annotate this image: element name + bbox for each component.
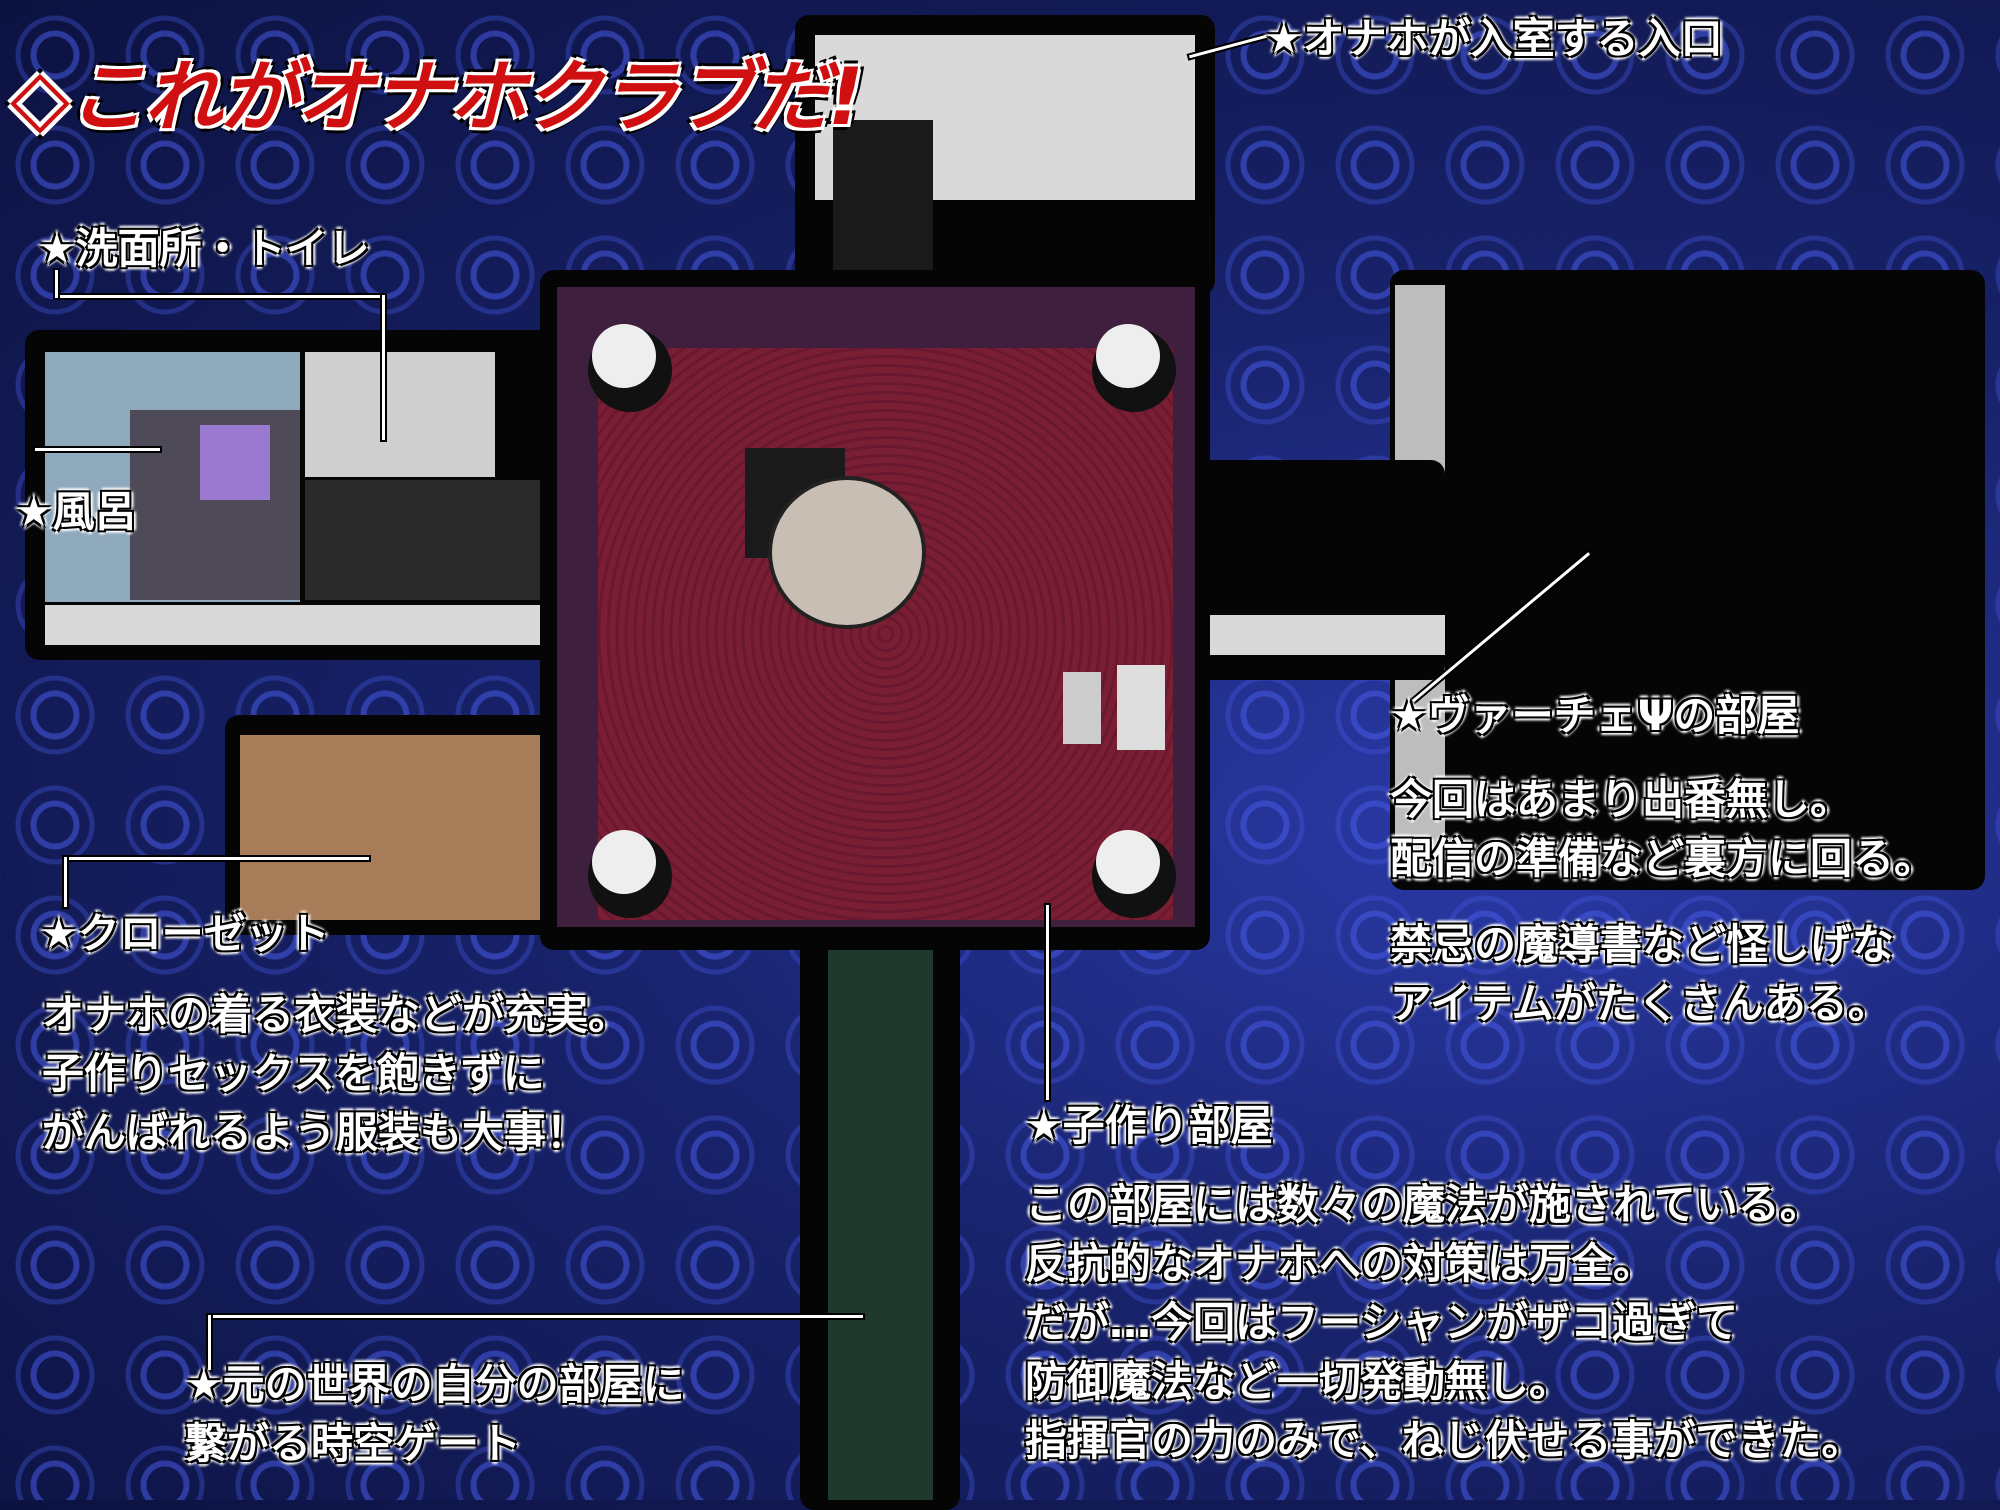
desc-line: この部屋には数々の魔法が施されている。 <box>1025 1180 1822 1229</box>
desc-line: 子作りセックスを飽きずに <box>42 1049 545 1098</box>
desc-line: オナホの着る衣装などが充実。 <box>42 990 631 1039</box>
cabinet <box>1063 672 1101 744</box>
entrance-label: ★オナホが入室する入口 <box>1265 14 1723 63</box>
leader-line <box>64 857 67 907</box>
bathtub <box>200 425 270 500</box>
desc-line: アイテムがたくさんある。 <box>1390 979 1890 1028</box>
leader-line <box>55 270 58 298</box>
leader-line <box>64 857 369 860</box>
bath-label: ★風呂 <box>15 487 137 536</box>
virtue-room-desc: 今回はあまり出番無し。 配信の準備など裏方に回る。 <box>1390 770 1936 888</box>
leader-line <box>1046 905 1049 1100</box>
shelf <box>1117 665 1165 750</box>
desc-line: 今回はあまり出番無し。 <box>1390 775 1853 824</box>
bath-wall <box>45 605 555 645</box>
gate-floor <box>828 930 933 1500</box>
leader-line <box>382 295 385 440</box>
desc-line: 防御魔法など一切発動無し。 <box>1025 1357 1572 1406</box>
pillar <box>1096 830 1160 894</box>
carpet <box>598 348 1173 920</box>
entrance-door-path <box>833 120 933 285</box>
breeding-room-label: ★子作り部屋 <box>1025 1101 1273 1150</box>
desc-line: 指揮官の力のみで、ねじ伏せる事ができた。 <box>1025 1416 1864 1465</box>
pillar <box>1096 324 1160 388</box>
leader-line <box>208 1315 211 1370</box>
pillar <box>592 830 656 894</box>
washroom <box>305 352 495 477</box>
closet-floor <box>240 735 555 920</box>
pillar <box>592 324 656 388</box>
page-title: ◇これがオナホクラブだ! <box>10 53 864 143</box>
left-corridor <box>305 480 555 600</box>
desc-line: 繋がる時空ゲート <box>185 1419 522 1468</box>
leader-line <box>35 448 160 451</box>
gate-label: ★元の世界の自分の部屋に 繋がる時空ゲート <box>185 1355 685 1473</box>
desc-line: だが…今回はフーシャンがザコ過ぎて <box>1025 1298 1739 1347</box>
virtue-room-desc-2: 禁忌の魔導書など怪しげな アイテムがたくさんある。 <box>1390 915 1894 1033</box>
right-corridor-wall <box>1195 615 1445 655</box>
leader-line <box>55 295 385 298</box>
round-bed <box>772 480 922 625</box>
desc-line: がんばれるよう服装も大事！ <box>42 1108 589 1157</box>
desc-line: 反抗的なオナホへの対策は万全。 <box>1025 1239 1656 1288</box>
breeding-room-desc: この部屋には数々の魔法が施されている。 反抗的なオナホへの対策は万全。 だが…今… <box>1025 1175 1863 1470</box>
desc-line: 配信の準備など裏方に回る。 <box>1390 834 1937 883</box>
washroom-label: ★洗面所・トイレ <box>38 224 370 273</box>
desc-line: 禁忌の魔導書など怪しげな <box>1390 920 1895 969</box>
closet-desc: オナホの着る衣装などが充実。 子作りセックスを飽きずに がんばれるよう服装も大事… <box>42 985 630 1162</box>
closet-label: ★クローゼット <box>40 909 330 958</box>
virtue-room <box>1390 270 1985 890</box>
virtue-room-label: ★ヴァーチェΨの部屋 <box>1390 691 1800 740</box>
leader-line <box>208 1315 863 1318</box>
desc-line: ★元の世界の自分の部屋に <box>185 1360 685 1409</box>
